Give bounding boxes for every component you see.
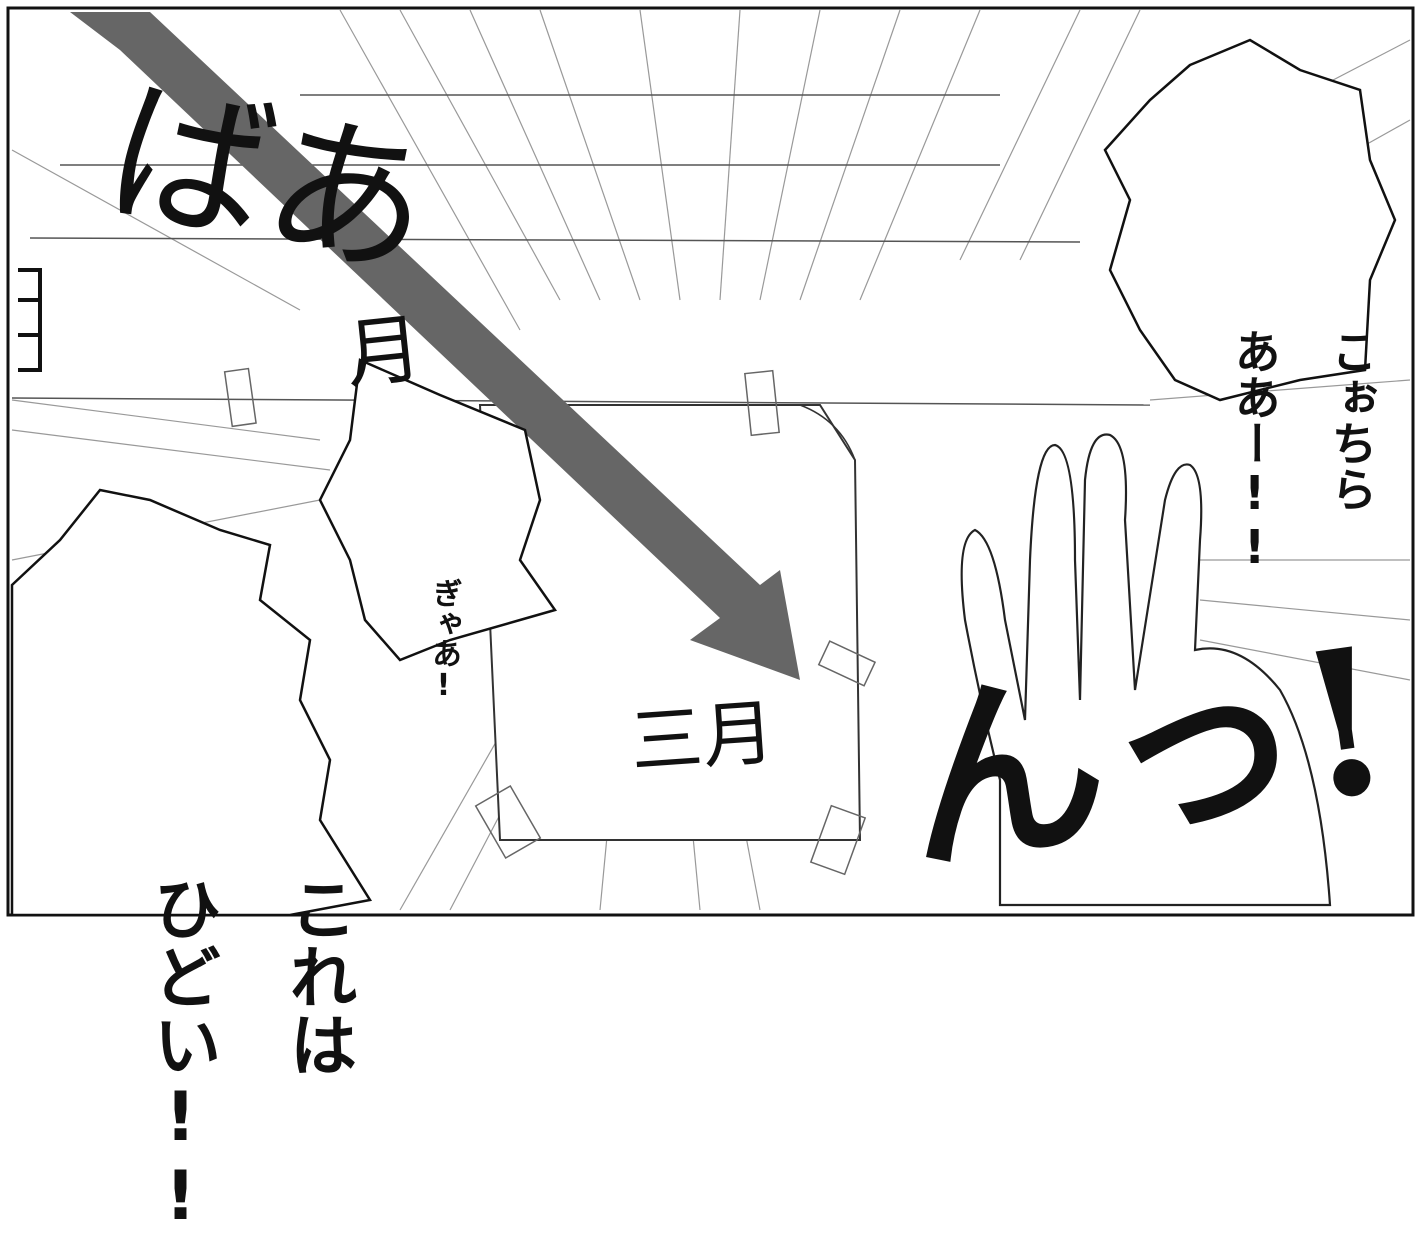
bubble-kochira-text: こぉちら ああー!! [1182, 112, 1421, 574]
tape-piece [474, 784, 542, 860]
room-lines [11, 94, 1151, 406]
bubble-hidoi-text: これは ひどい!! [78, 558, 418, 1236]
tape-piece [223, 367, 257, 428]
tape-piece [809, 804, 867, 876]
hand-drawing [960, 433, 1332, 907]
bubble-gyaa-shape [318, 358, 558, 662]
bubble-line: ぎゃあ! [426, 578, 461, 703]
bubble-line: これは [277, 874, 356, 1078]
bubble-line: ああー!! [1227, 328, 1282, 574]
calendar-paper [223, 367, 877, 876]
panel-artwork [6, 6, 1415, 917]
bubble-gyaa-text: ぎゃあ! [396, 438, 491, 703]
bubble-kochira-shape [1103, 38, 1397, 402]
tape-piece [817, 640, 877, 687]
tape-piece [744, 369, 780, 437]
sfx-gatsu: 月 [341, 303, 427, 400]
bubble-line: ひどい!! [141, 874, 220, 1236]
bubble-hidoi-shape [10, 488, 373, 917]
calendar-label: 三月 [627, 690, 778, 784]
bubble-line: こぉちら [1324, 328, 1379, 512]
manga-panel: こぉちら ああー!! ぎゃあ! これは ひどい!! ばあ 月 三月 んっ! [6, 6, 1421, 1236]
partial-glyph-left [18, 268, 42, 372]
arrow-graphic [70, 12, 800, 680]
